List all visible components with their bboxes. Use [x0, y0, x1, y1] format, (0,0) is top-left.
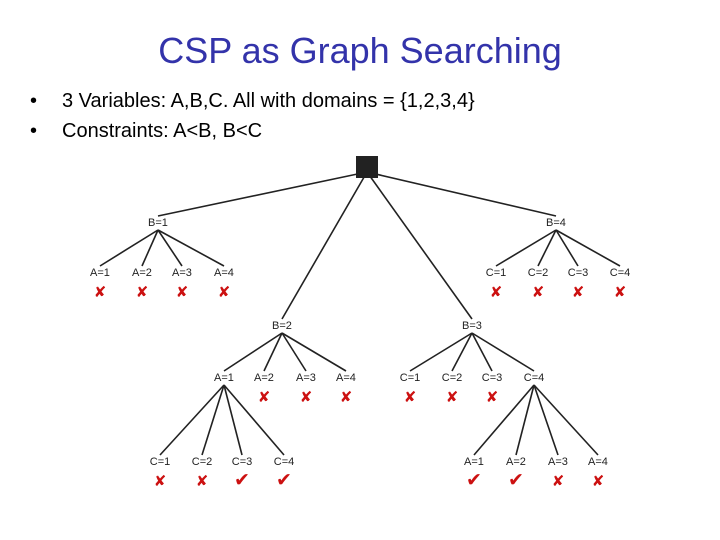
node-label: A=2 [254, 372, 274, 384]
tree-edge [141, 229, 159, 267]
cross-mark-icon: ✘ [532, 283, 545, 301]
node-label: A=1 [214, 372, 234, 384]
bullet-dot: • [30, 90, 38, 112]
node-label: A=4 [336, 372, 356, 384]
node-label: A=3 [296, 372, 316, 384]
bullet-item: • Constraints: A<B, B<C [30, 116, 475, 146]
slide-title: CSP as Graph Searching [158, 30, 562, 71]
tree-edge [451, 332, 473, 372]
bullet-dot: • [30, 120, 38, 142]
node-label: B=4 [546, 217, 566, 229]
tree-edge [263, 332, 283, 372]
tree-edge [555, 229, 621, 267]
tree-edge [533, 384, 599, 456]
tree-edge [366, 171, 557, 217]
check-mark-icon: ✔ [508, 469, 524, 491]
cross-mark-icon: ✘ [196, 472, 209, 490]
cross-mark-icon: ✘ [94, 283, 107, 301]
tree-edge [223, 384, 285, 456]
tree-edge [99, 229, 159, 267]
node-label: B=1 [148, 217, 168, 229]
tree-edge [471, 332, 535, 372]
cross-mark-icon: ✘ [614, 283, 627, 301]
tree-edge [537, 229, 557, 267]
tree-edge [515, 384, 535, 456]
node-label: C=4 [274, 456, 295, 468]
node-label: A=2 [506, 456, 526, 468]
bullet-item: • 3 Variables: A,B,C. All with domains = … [30, 86, 475, 116]
node-label: C=1 [486, 267, 507, 279]
node-label: C=4 [610, 267, 631, 279]
node-label: A=4 [214, 267, 234, 279]
tree-edge [157, 229, 183, 267]
node-label: C=4 [524, 372, 545, 384]
root-node [356, 156, 378, 178]
cross-mark-icon: ✘ [592, 472, 605, 490]
node-label: C=2 [528, 267, 549, 279]
cross-mark-icon: ✘ [340, 388, 353, 406]
bullet-list: • 3 Variables: A,B,C. All with domains = … [30, 86, 475, 146]
cross-mark-icon: ✘ [154, 472, 167, 490]
tree-edge [495, 229, 557, 267]
cross-mark-icon: ✘ [404, 388, 417, 406]
check-mark-icon: ✔ [466, 469, 482, 491]
tree-edge [471, 332, 493, 372]
tree-edge [281, 332, 307, 372]
tree-edge [409, 332, 473, 372]
node-label: A=3 [548, 456, 568, 468]
tree-edge [533, 384, 559, 456]
node-label: B=2 [272, 320, 292, 332]
bullet-text: 3 Variables: A,B,C. All with domains = {… [62, 90, 475, 112]
tree-edge [366, 171, 473, 320]
cross-mark-icon: ✘ [572, 283, 585, 301]
check-mark-icon: ✔ [234, 469, 250, 491]
node-label: A=1 [90, 267, 110, 279]
cross-mark-icon: ✘ [552, 472, 565, 490]
tree-edge [157, 229, 225, 267]
bullet-text: Constraints: A<B, B<C [62, 120, 263, 142]
node-label: C=1 [400, 372, 421, 384]
tree-edge [555, 229, 579, 267]
tree-edge [223, 332, 283, 372]
node-label: C=3 [568, 267, 589, 279]
cross-mark-icon: ✘ [258, 388, 271, 406]
cross-mark-icon: ✘ [136, 283, 149, 301]
cross-mark-icon: ✘ [486, 388, 499, 406]
check-mark-icon: ✔ [276, 469, 292, 491]
tree-edge [223, 384, 243, 456]
node-label: C=3 [482, 372, 503, 384]
tree-edge [157, 171, 368, 217]
tree-edge [281, 332, 347, 372]
node-label: B=3 [462, 320, 482, 332]
node-label: A=1 [464, 456, 484, 468]
node-label: C=2 [192, 456, 213, 468]
cross-mark-icon: ✘ [490, 283, 503, 301]
tree-edge [159, 384, 225, 456]
node-label: A=2 [132, 267, 152, 279]
tree-edge [281, 171, 368, 320]
node-label: A=4 [588, 456, 608, 468]
node-label: C=1 [150, 456, 171, 468]
node-label: A=3 [172, 267, 192, 279]
node-label: C=3 [232, 456, 253, 468]
cross-mark-icon: ✘ [176, 283, 189, 301]
cross-mark-icon: ✘ [446, 388, 459, 406]
node-label: C=2 [442, 372, 463, 384]
tree-edge [473, 384, 535, 456]
tree-edge [201, 384, 225, 456]
cross-mark-icon: ✘ [300, 388, 313, 406]
cross-mark-icon: ✘ [218, 283, 231, 301]
